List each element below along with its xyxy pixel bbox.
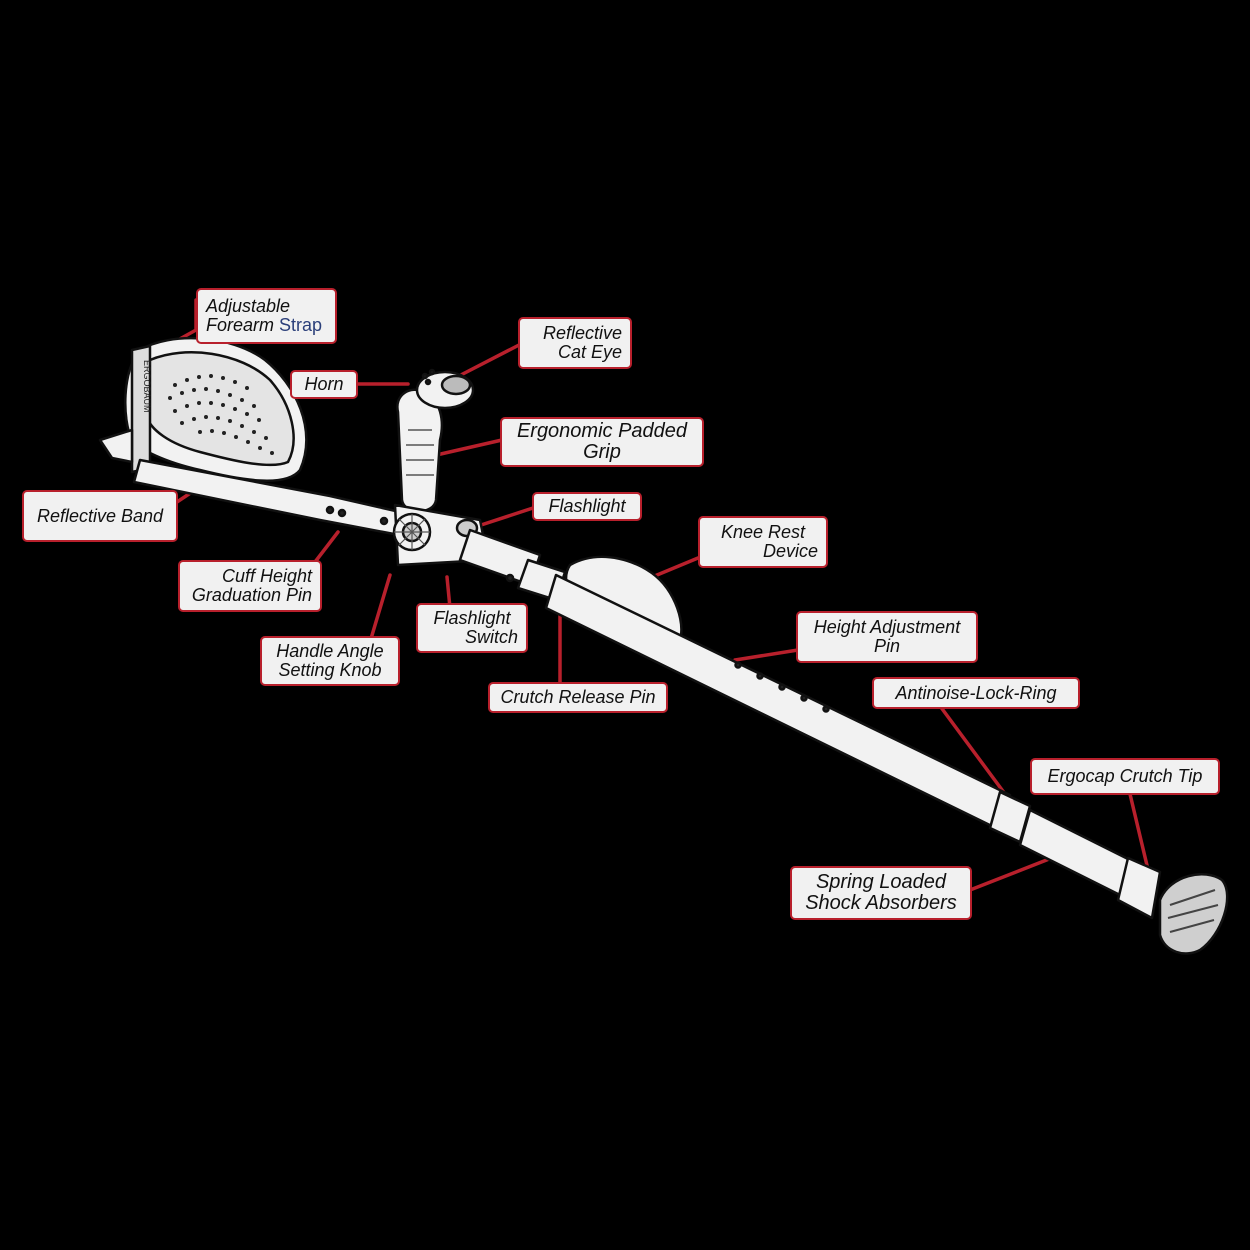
cat-eye-reflector: [440, 374, 472, 396]
label-ergonomic-grip: Ergonomic Padded Grip: [500, 417, 704, 467]
label-antinoise-lock-ring: Antinoise-Lock-Ring: [872, 677, 1080, 709]
tip-collar: [1116, 856, 1162, 920]
label-shock-absorbers: Spring Loaded Shock Absorbers: [790, 866, 972, 920]
strap-tab: [98, 428, 134, 464]
leader-ergocap: [1128, 792, 1152, 880]
label-reflective-band: Reflective Band: [22, 490, 178, 542]
label-ergocap-tip: Ergocap Crutch Tip: [1030, 758, 1220, 795]
leader-flashlight: [476, 506, 535, 528]
leader-flashlight-switch: [445, 575, 452, 610]
label-flashlight-switch: Flashlight Switch: [416, 603, 528, 653]
label-flashlight: Flashlight: [532, 492, 642, 521]
cuff-brand-text: ERGOBAUM: [142, 360, 152, 413]
leader-height-adjust: [733, 648, 800, 662]
crutch-illustration: ERGOBAUM: [98, 336, 1229, 955]
leader-cat-eye: [453, 343, 521, 380]
label-reflective-cat-eye: Reflective Cat Eye: [518, 317, 632, 369]
ergocap-tip: [1158, 873, 1229, 955]
leader-grip: [430, 438, 504, 458]
leader-lines: [158, 298, 1152, 892]
label-knee-rest: Knee Rest Device: [698, 516, 828, 568]
leader-handle-angle: [368, 573, 392, 644]
label-forearm-strap: Adjustable Forearm Strap: [196, 288, 337, 344]
cuff-perforation-dots: [168, 374, 274, 455]
label-handle-angle-knob: Handle Angle Setting Knob: [260, 636, 400, 686]
label-horn: Horn: [290, 370, 358, 399]
label-height-adjustment-pin: Height Adjustment Pin: [796, 611, 978, 663]
label-cuff-height-pin: Cuff Height Graduation Pin: [178, 560, 322, 612]
leader-cuff-height: [313, 530, 340, 564]
label-crutch-release-pin: Crutch Release Pin: [488, 682, 668, 713]
leader-antinoise: [938, 704, 1010, 800]
